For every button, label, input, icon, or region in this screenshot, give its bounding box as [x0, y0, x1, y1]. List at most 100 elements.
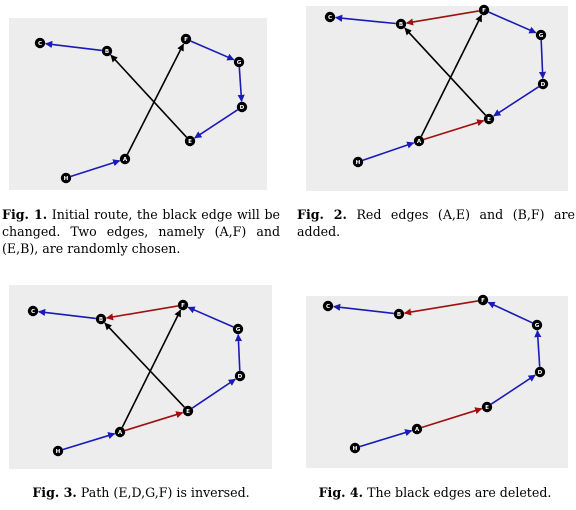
node-G: G: [232, 323, 244, 335]
node-label: F: [481, 298, 485, 304]
edge-A-E: [421, 407, 483, 429]
node-E: E: [184, 135, 196, 147]
node-A: A: [411, 423, 423, 435]
node-D: D: [234, 370, 246, 382]
node-label: A: [415, 427, 420, 433]
edge-H-A: [362, 141, 415, 162]
edge-A-F: [420, 14, 483, 137]
edge-F-B: [105, 305, 179, 321]
node-label: G: [237, 60, 242, 66]
edge-B-C: [37, 308, 96, 320]
edge-G-D: [538, 40, 547, 80]
figure-4-caption-label: Fig. 4.: [318, 485, 364, 500]
node-G: G: [233, 56, 245, 68]
figure-2-graph: C B F G D E A H: [324, 4, 549, 168]
edge-F-B: [405, 10, 480, 26]
node-E: E: [483, 113, 495, 125]
figure-2-caption-text: Red edges (A,E) and (B,F) are added.: [297, 207, 575, 239]
node-A: A: [413, 135, 425, 147]
node-E: E: [481, 401, 493, 413]
node-F: F: [477, 294, 489, 306]
node-C: C: [34, 37, 46, 49]
node-label: H: [353, 446, 358, 452]
edge-G-F: [487, 301, 533, 324]
node-label: B: [99, 317, 103, 323]
edge-D-E: [194, 109, 239, 139]
node-label: B: [105, 49, 109, 55]
node-label: D: [240, 105, 245, 111]
node-label: B: [397, 312, 401, 318]
figure-3-caption: Fig. 3. Path (E,D,G,F) is inversed.: [0, 484, 282, 501]
node-D: D: [236, 101, 248, 113]
node-C: C: [27, 305, 39, 317]
node-label: E: [186, 409, 190, 415]
node-label: H: [64, 176, 69, 182]
node-D: D: [537, 78, 549, 90]
edge-E-D: [191, 378, 236, 409]
figure-4-graph: C B F G D E A H: [322, 294, 546, 454]
node-label: A: [417, 139, 422, 145]
node-label: F: [181, 303, 185, 309]
edge-H-A: [62, 432, 116, 451]
figure-3-caption-label: Fig. 3.: [32, 485, 77, 500]
edge-H-A: [70, 159, 121, 178]
edge-E-B: [104, 322, 185, 408]
node-label: G: [236, 327, 241, 333]
figure-2-caption: Fig. 2. Red edges (A,E) and (B,F) are ad…: [297, 206, 575, 240]
node-label: D: [238, 374, 243, 380]
node-label: B: [399, 22, 403, 28]
edge-A-F: [121, 309, 182, 428]
node-label: E: [487, 117, 491, 123]
node-B: B: [95, 313, 107, 325]
edge-F-G: [488, 11, 537, 34]
figure-1-caption: Fig. 1. Initial route, the black edge wi…: [2, 206, 280, 257]
figure-3-graph: C B F G D E A H: [27, 299, 246, 457]
node-label: H: [356, 160, 361, 166]
node-C: C: [322, 300, 334, 312]
edge-A-E: [423, 119, 485, 141]
figure-3-caption-text: Path (E,D,G,F) is inversed.: [80, 485, 250, 500]
figure-4-panel: C B F G D E A H: [306, 294, 568, 468]
node-G: G: [535, 29, 547, 41]
node-B: B: [395, 18, 407, 30]
edge-A-F: [126, 43, 185, 155]
node-label: F: [482, 8, 486, 14]
node-label: A: [123, 157, 128, 163]
node-H: H: [52, 445, 64, 457]
edge-E-B: [110, 54, 188, 138]
node-label: G: [539, 33, 544, 39]
node-G: G: [531, 319, 543, 331]
node-label: C: [326, 304, 330, 310]
node-B: B: [393, 308, 405, 320]
node-label: C: [328, 15, 332, 21]
edge-F-G: [190, 40, 235, 61]
figure-1-panel: C B F G D E A H: [9, 18, 267, 190]
edge-G-F: [187, 306, 234, 328]
node-label: E: [188, 139, 192, 145]
edge-D-G: [234, 333, 243, 371]
node-E: E: [182, 405, 194, 417]
node-F: F: [177, 299, 189, 311]
figure-1-caption-text: Initial route, the black edge will be ch…: [2, 207, 280, 256]
edge-H-A: [359, 429, 413, 448]
edge-A-E: [124, 411, 184, 432]
node-H: H: [352, 156, 364, 168]
node-label: D: [541, 82, 546, 88]
node-B: B: [101, 45, 113, 57]
edge-B-C: [44, 40, 102, 52]
edge-D-G: [534, 329, 542, 367]
node-A: A: [114, 426, 126, 438]
edge-B-C: [334, 14, 396, 25]
node-label: G: [535, 323, 540, 329]
node-label: D: [538, 370, 543, 376]
edge-E-B: [404, 27, 487, 116]
node-label: E: [485, 405, 489, 411]
edge-E-D: [490, 374, 536, 405]
figure-4-caption: Fig. 4. The black edges are deleted.: [294, 484, 576, 501]
node-label: H: [56, 449, 61, 455]
figure-2-caption-label: Fig. 2.: [297, 207, 347, 222]
node-A: A: [119, 153, 131, 165]
edge-B-C: [332, 303, 394, 315]
node-F: F: [478, 4, 490, 16]
node-F: F: [180, 33, 192, 45]
